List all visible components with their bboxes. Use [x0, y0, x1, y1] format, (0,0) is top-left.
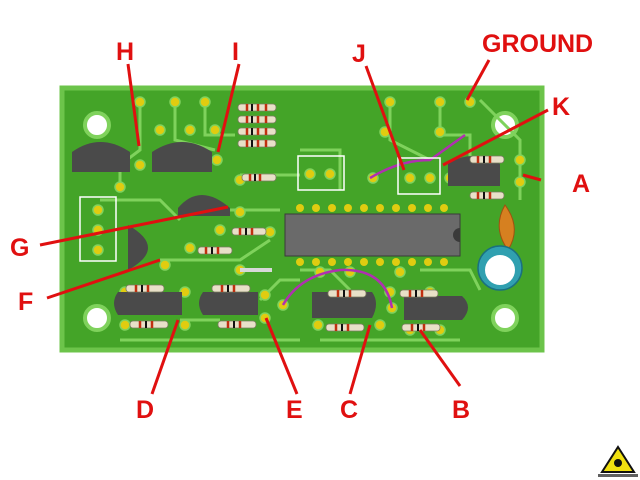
component-outlines	[79, 155, 441, 262]
capacitors	[240, 204, 523, 291]
mounting-hole-top-left	[83, 111, 111, 139]
label-j: J	[352, 40, 366, 68]
mounting-hole-bottom-right	[491, 304, 519, 332]
label-e: E	[286, 396, 303, 424]
label-c: C	[340, 396, 358, 424]
label-a: A	[572, 170, 590, 198]
mounting-hole-bottom-left	[83, 304, 111, 332]
resistors	[125, 103, 505, 332]
label-g: G	[10, 234, 29, 262]
ic-chip	[284, 204, 461, 266]
label-i: I	[232, 38, 239, 66]
leader-lines	[39, 59, 549, 395]
label-b: B	[452, 396, 470, 424]
label-f: F	[18, 288, 33, 316]
label-k: K	[552, 93, 570, 121]
diagram-labels: H I J GROUND K A G F D E C B	[10, 30, 593, 424]
label-h: H	[116, 38, 134, 66]
label-ground: GROUND	[482, 30, 593, 58]
jumper-wires	[281, 133, 466, 309]
label-d: D	[136, 396, 154, 424]
warning-triangle-logo-icon	[598, 445, 638, 477]
transistors	[72, 142, 500, 320]
